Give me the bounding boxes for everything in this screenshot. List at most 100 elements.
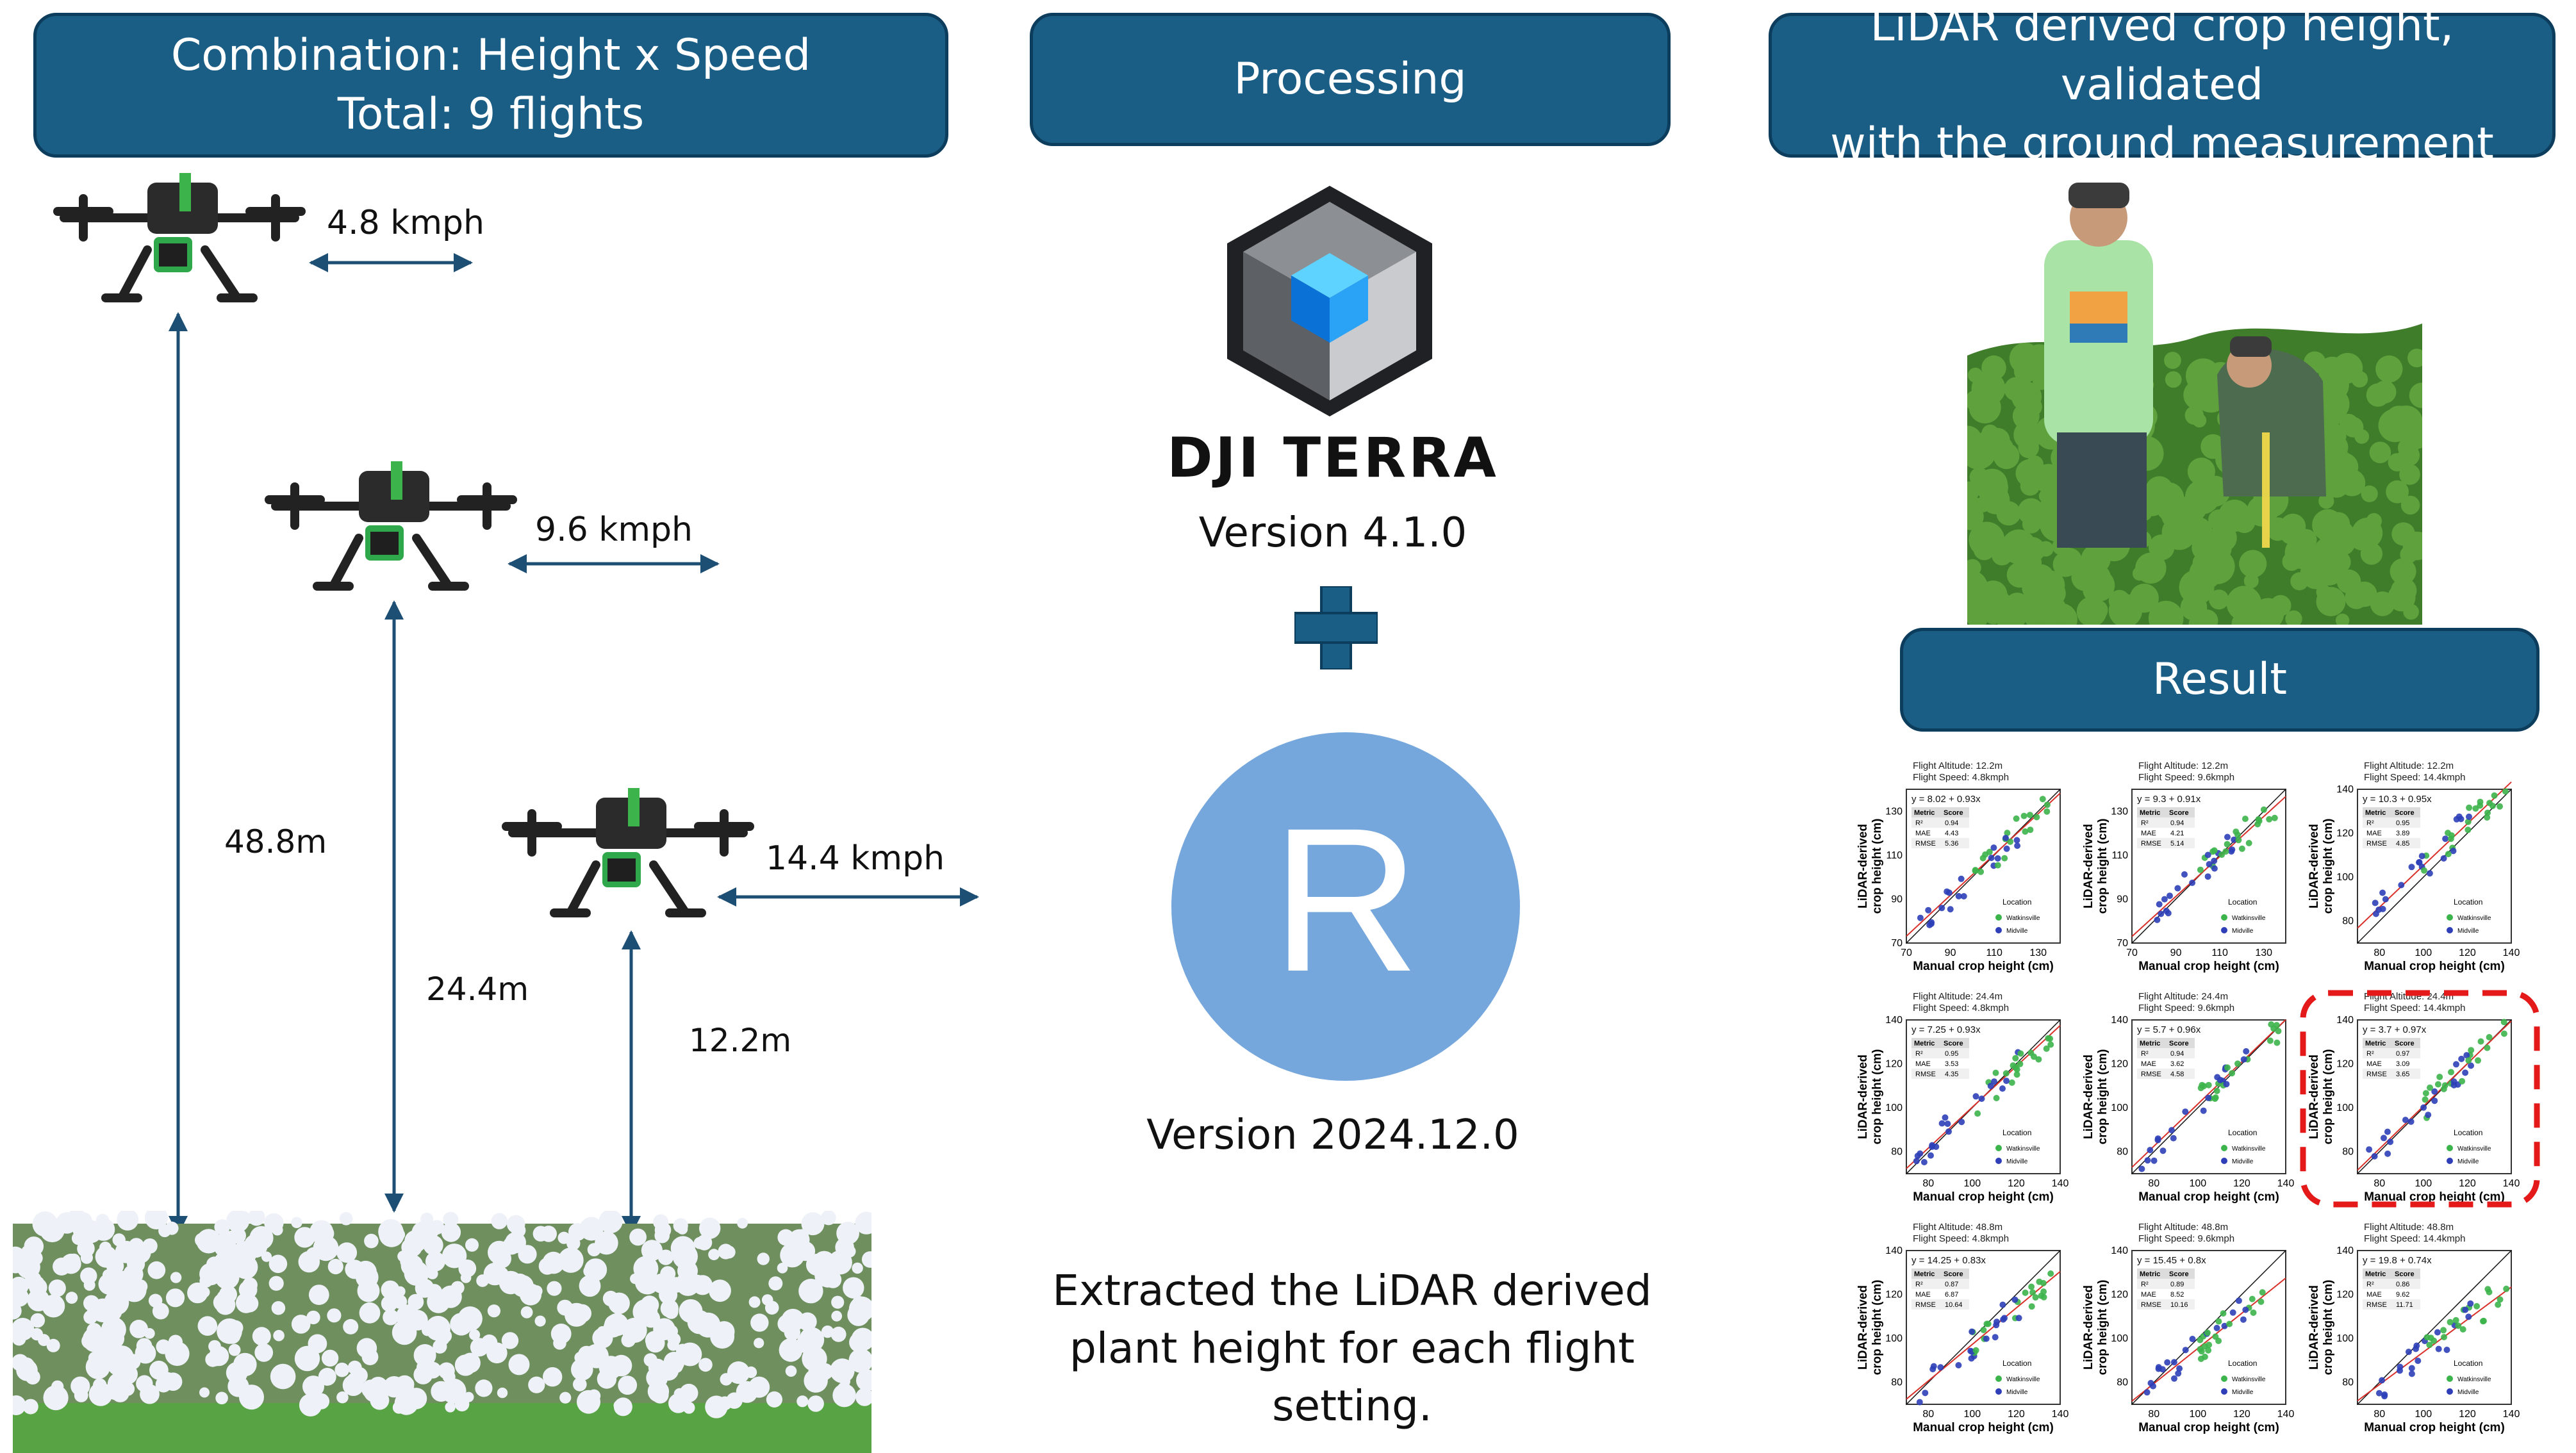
legend-title: Location — [2454, 898, 2482, 907]
y-tick-label: 100 — [2336, 1103, 2354, 1113]
metric-value: 0.87 — [1945, 1281, 1958, 1288]
x-tick-label: 80 — [2148, 1409, 2159, 1420]
regression-equation: y = 3.7 + 0.97x — [2363, 1024, 2427, 1035]
legend-marker — [2221, 1145, 2227, 1151]
data-point — [2462, 1069, 2469, 1076]
data-point — [2379, 1377, 2386, 1384]
data-point — [1992, 1334, 1999, 1341]
metric-name: MAE — [2141, 1291, 2156, 1299]
data-point — [2382, 896, 2389, 903]
data-point — [2159, 1147, 2167, 1154]
plot-title: Flight Altitude: 24.4m — [1913, 991, 2002, 1002]
data-point — [2475, 1057, 2481, 1064]
y-tick-label: 140 — [2336, 1245, 2354, 1256]
data-point — [2022, 1289, 2029, 1296]
data-point — [2028, 1303, 2035, 1310]
data-point — [2431, 1088, 2438, 1095]
data-point — [2205, 1081, 2212, 1088]
y-tick-label: 100 — [2111, 1333, 2128, 1344]
data-point — [1993, 1095, 2000, 1101]
y-tick-label: 140 — [2111, 1245, 2128, 1256]
data-point — [2029, 1289, 2036, 1296]
data-point — [1917, 1150, 1924, 1157]
validation-banner-line1: LiDAR derived crop height, validated — [1870, 1, 2454, 110]
data-point — [2224, 833, 2231, 841]
y-tick-label: 110 — [2111, 850, 2128, 861]
legend-marker — [1995, 1375, 2002, 1382]
metric-value: 10.16 — [2170, 1301, 2188, 1309]
data-point — [2175, 1370, 2182, 1377]
data-point — [2154, 1135, 2161, 1142]
data-point — [2415, 1358, 2422, 1365]
legend-label: Watkinsville — [2457, 915, 2491, 922]
metrics-header-score: Score — [2395, 809, 2415, 817]
height-label-3: 12.2m — [689, 1022, 792, 1059]
data-point — [2211, 857, 2218, 864]
y-tick-label: 100 — [2336, 1333, 2354, 1344]
drone-icon-mid — [265, 461, 517, 591]
metric-value: 5.36 — [1945, 840, 1958, 848]
metric-name: R² — [1915, 1281, 1923, 1288]
y-axis-label: LiDAR-derivedcrop height (cm) — [2082, 1280, 2110, 1375]
y-tick-label: 120 — [1885, 1290, 1903, 1301]
metrics-header-metric: Metric — [1914, 809, 1935, 817]
metric-value: 9.62 — [2396, 1291, 2409, 1299]
y-tick-label: 90 — [2117, 894, 2128, 905]
data-point — [2220, 1310, 2227, 1317]
regression-equation: y = 15.45 + 0.8x — [2137, 1255, 2206, 1266]
data-point — [2222, 848, 2229, 855]
data-point — [2017, 1060, 2024, 1067]
legend-label: Midville — [2006, 928, 2028, 935]
y-tick-label: 110 — [1886, 850, 1903, 861]
data-point — [2235, 1297, 2242, 1304]
data-point — [2502, 788, 2509, 795]
plot-title: Flight Altitude: 48.8m — [2364, 1222, 2454, 1233]
data-point — [2004, 830, 2011, 837]
x-axis-label: Manual crop height (cm) — [1913, 1421, 2054, 1434]
data-point — [2465, 826, 2472, 833]
data-point — [1988, 855, 1995, 862]
data-point — [2212, 1333, 2219, 1340]
data-point — [2480, 1317, 2487, 1324]
data-point — [2384, 1150, 2391, 1157]
y-tick-label: 80 — [2342, 916, 2354, 927]
data-point — [2002, 1070, 2010, 1077]
data-point — [2250, 1309, 2257, 1316]
data-point — [2204, 873, 2211, 880]
y-tick-label: 100 — [1885, 1103, 1903, 1113]
y-tick-label: 140 — [2336, 784, 2354, 795]
data-point — [1930, 1363, 1937, 1370]
y-tick-label: 120 — [2336, 1290, 2354, 1301]
data-point — [2158, 910, 2165, 917]
regression-equation: y = 8.02 + 0.93x — [1911, 794, 1981, 805]
legend-title: Location — [2454, 1128, 2482, 1137]
data-point — [1933, 1144, 1940, 1150]
dimension-arrows — [169, 253, 979, 1235]
regression-equation: y = 14.25 + 0.83x — [1911, 1255, 1986, 1266]
data-point — [2040, 1293, 2047, 1301]
data-point — [2001, 855, 2008, 862]
metric-value: 4.85 — [2396, 840, 2409, 848]
metric-value: 4.58 — [2170, 1071, 2184, 1078]
validation-banner: LiDAR derived crop height, validated wit… — [1769, 1, 2555, 169]
data-point — [2200, 1107, 2207, 1114]
regression-line — [2357, 781, 2512, 929]
legend-marker — [2447, 1388, 2453, 1395]
data-point — [2012, 1064, 2019, 1071]
x-tick-label: 70 — [2126, 948, 2138, 958]
metrics-header-score: Score — [2169, 1270, 2189, 1278]
r-logo: R — [1171, 732, 1520, 1081]
data-point — [2420, 1104, 2427, 1111]
data-point — [2387, 1138, 2394, 1145]
data-point — [2197, 866, 2204, 873]
x-tick-label: 80 — [1922, 1178, 1934, 1189]
data-point — [1992, 1069, 1999, 1076]
metric-name: MAE — [2366, 830, 2382, 837]
data-point — [2043, 808, 2051, 815]
regression-equation: y = 7.25 + 0.93x — [1911, 1024, 1981, 1035]
data-point — [2426, 870, 2433, 877]
metric-value: 4.43 — [1945, 830, 1958, 837]
plot-subtitle: Flight Speed: 14.4kmph — [2364, 1233, 2465, 1244]
data-point — [2167, 892, 2173, 899]
legend-marker — [1995, 927, 2002, 933]
